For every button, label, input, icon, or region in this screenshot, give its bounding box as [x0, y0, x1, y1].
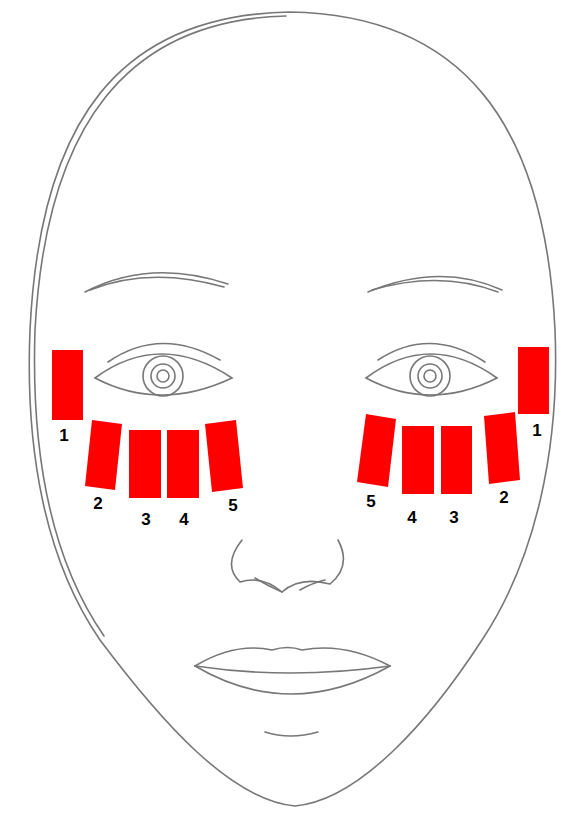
- face-outline: [29, 12, 555, 806]
- marker-rect: [357, 414, 396, 487]
- marker-rect: [85, 420, 122, 490]
- eye: [95, 354, 232, 395]
- callout-number: 4: [179, 511, 188, 528]
- callout-number: 5: [228, 497, 237, 514]
- nose: [255, 578, 325, 592]
- marker-rect: [518, 347, 549, 414]
- face-outline: [34, 16, 286, 636]
- callout-number: 1: [532, 422, 541, 439]
- nose: [231, 540, 343, 592]
- marker-rect: [52, 350, 83, 420]
- eyelid: [378, 343, 485, 362]
- iris: [143, 356, 183, 396]
- callout-number: 4: [407, 509, 416, 526]
- pupil: [424, 370, 436, 382]
- lower-lip: [195, 666, 390, 694]
- eyebrow: [90, 277, 224, 290]
- marker-rect: [167, 430, 199, 498]
- eyebrow: [368, 276, 502, 292]
- iris: [151, 364, 175, 388]
- eyebrow: [372, 280, 498, 292]
- iris: [410, 356, 450, 396]
- marker-rect: [484, 412, 520, 484]
- callout-number: 5: [366, 493, 375, 510]
- iris: [418, 364, 442, 388]
- callout-number: 3: [141, 511, 150, 528]
- pupil: [157, 370, 169, 382]
- marker-rect: [402, 426, 434, 494]
- upper-lip: [195, 648, 390, 667]
- eyelid: [108, 343, 220, 362]
- marker-rect: [441, 426, 472, 494]
- chin-line: [265, 732, 318, 736]
- callout-number: 2: [93, 495, 102, 512]
- marker-rect: [205, 420, 243, 492]
- mouth-line: [195, 666, 390, 673]
- callout-number: 1: [59, 427, 68, 444]
- callout-number: 3: [449, 509, 458, 526]
- eyebrow: [85, 273, 228, 292]
- callout-number: 2: [499, 489, 508, 506]
- eye: [366, 354, 497, 395]
- marker-rect: [129, 430, 161, 498]
